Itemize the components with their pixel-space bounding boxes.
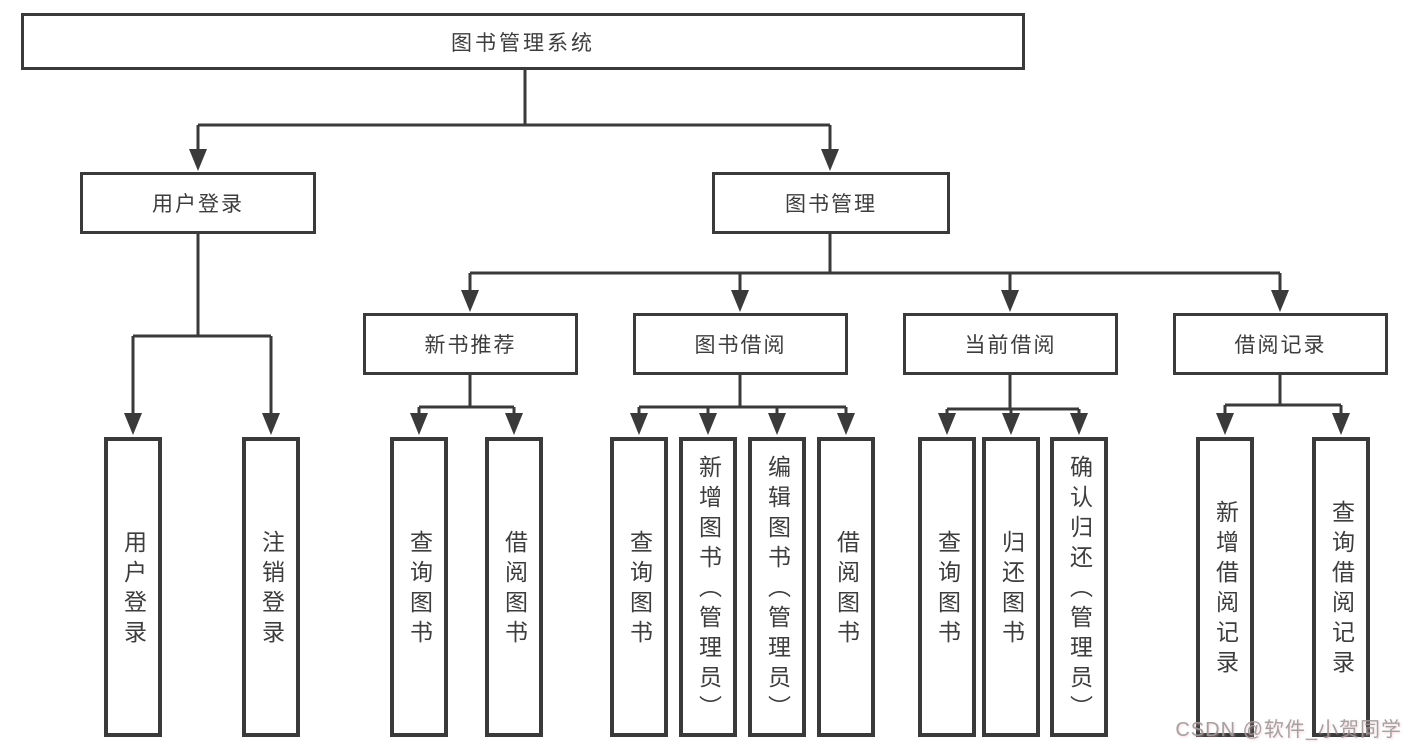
leaf-confirm-return-admin: 确认归还（管理员） bbox=[1050, 437, 1108, 737]
node-book-borrow: 图书借阅 bbox=[633, 313, 848, 375]
leaf-borrow-books: 借阅图书 bbox=[817, 437, 875, 737]
node-borrow-records: 借阅记录 bbox=[1173, 313, 1388, 375]
node-book-management: 图书管理 bbox=[712, 172, 950, 234]
leaf-borrow-books-recommend: 借阅图书 bbox=[485, 437, 543, 737]
leaf-query-borrow-record: 查询借阅记录 bbox=[1312, 437, 1370, 737]
node-new-book-recommend: 新书推荐 bbox=[363, 313, 578, 375]
csdn-watermark: CSDN @软件_小贺同学 bbox=[1175, 719, 1402, 741]
leaf-query-books-recommend: 查询图书 bbox=[390, 437, 448, 737]
leaf-query-books-borrow: 查询图书 bbox=[610, 437, 668, 737]
node-user-login: 用户登录 bbox=[80, 172, 316, 234]
leaf-add-borrow-record: 新增借阅记录 bbox=[1196, 437, 1254, 737]
leaf-edit-books-admin: 编辑图书（管理员） bbox=[748, 437, 806, 737]
leaf-return-books: 归还图书 bbox=[982, 437, 1040, 737]
leaf-add-books-admin: 新增图书（管理员） bbox=[679, 437, 737, 737]
leaf-user-login: 用户登录 bbox=[104, 437, 162, 737]
node-library-system-root: 图书管理系统 bbox=[21, 13, 1025, 70]
leaf-logout: 注销登录 bbox=[242, 437, 300, 737]
node-current-borrow: 当前借阅 bbox=[903, 313, 1118, 375]
leaf-query-books-current: 查询图书 bbox=[918, 437, 976, 737]
